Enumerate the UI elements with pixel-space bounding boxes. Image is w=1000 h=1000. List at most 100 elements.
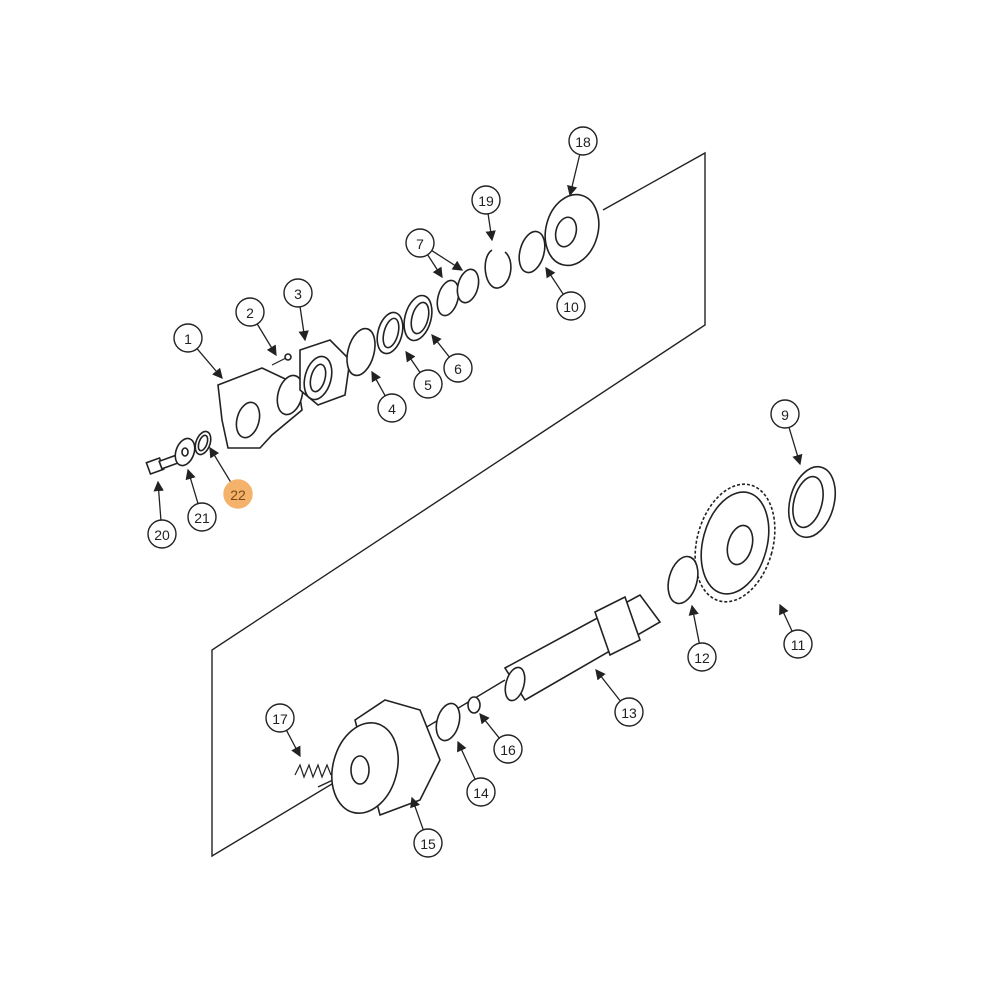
callout-number: 19: [478, 193, 494, 209]
callout-2[interactable]: 2: [235, 297, 277, 357]
callout-13[interactable]: 13: [595, 668, 644, 727]
part-ring-12: [667, 555, 699, 605]
part-yoke: [217, 367, 304, 449]
callout-number: 3: [294, 286, 302, 302]
callout-22[interactable]: 22: [209, 446, 253, 509]
callout-circle[interactable]: [413, 369, 443, 399]
callout-circle[interactable]: [173, 323, 203, 353]
callout-19[interactable]: 19: [471, 185, 501, 242]
callout-number: 10: [563, 299, 579, 315]
callout-circle[interactable]: [147, 519, 177, 549]
assembly-frame: [211, 151, 706, 858]
callout-circle[interactable]: [443, 353, 473, 383]
callout-20[interactable]: 20: [147, 480, 177, 549]
callout-number: 16: [500, 742, 516, 758]
callout-number: 15: [420, 836, 436, 852]
callout-circle[interactable]: [413, 828, 443, 858]
callout-number: 2: [246, 305, 254, 321]
leader-arrow: [595, 668, 621, 702]
callout-number: 14: [473, 785, 489, 801]
part-ring-4: [346, 327, 376, 377]
callout-5[interactable]: 5: [405, 350, 443, 399]
callout-circle[interactable]: [377, 393, 407, 423]
callout-circle[interactable]: [770, 399, 800, 429]
leader-arrow: [457, 740, 476, 780]
callout-3[interactable]: 3: [283, 278, 313, 342]
callout-4[interactable]: 4: [371, 370, 407, 423]
part-seal-housing: [299, 339, 351, 406]
callout-circle[interactable]: [493, 734, 523, 764]
callout-17[interactable]: 17: [265, 703, 301, 758]
callout-circle[interactable]: [466, 777, 496, 807]
callout-circle[interactable]: [614, 697, 644, 727]
leader-arrow: [185, 468, 199, 504]
leader-arrow: [410, 796, 424, 831]
leader-arrow: [285, 730, 301, 758]
callout-number: 11: [791, 637, 806, 653]
part-bolt: [145, 454, 180, 476]
leader-arrow: [209, 446, 232, 483]
leader-arrow: [485, 213, 496, 242]
part-ring-14: [435, 702, 461, 742]
callout-circle[interactable]: [471, 185, 501, 215]
callout-circle[interactable]: [187, 502, 217, 532]
callout-number: 5: [424, 377, 432, 393]
leader-arrow: [688, 604, 700, 644]
callout-number: 6: [454, 361, 462, 377]
callout-number: 21: [194, 510, 210, 526]
callout-6[interactable]: 6: [431, 333, 473, 383]
callout-number: 9: [781, 407, 789, 423]
callout-circle[interactable]: [265, 703, 295, 733]
leader-arrow: [431, 333, 450, 358]
callout-18[interactable]: 18: [567, 126, 598, 197]
callout-9[interactable]: 9: [770, 399, 803, 466]
callout-circle[interactable]: [235, 297, 265, 327]
part-shim-7a: [436, 279, 460, 317]
callout-number: 18: [575, 134, 591, 150]
part-screw: [271, 353, 292, 366]
callout-number: 1: [184, 331, 192, 347]
callout-1[interactable]: 1: [173, 323, 223, 379]
part-shaft: [503, 593, 662, 702]
callout-21[interactable]: 21: [185, 468, 217, 532]
part-shim-7b: [456, 268, 480, 304]
leader-arrow: [427, 254, 443, 279]
leader-arrow: [153, 480, 164, 521]
part-race-5: [376, 311, 404, 355]
callout-number: 17: [272, 711, 288, 727]
leader-arrow: [545, 266, 564, 295]
callout-number: 20: [154, 527, 170, 543]
part-carrier: [331, 699, 441, 817]
part-nut: [467, 696, 481, 714]
callout-10[interactable]: 10: [545, 266, 586, 321]
callout-11[interactable]: 11: [779, 603, 813, 659]
callout-circle[interactable]: [556, 291, 586, 321]
callout-15[interactable]: 15: [410, 796, 443, 858]
callout-14[interactable]: 14: [457, 740, 496, 807]
callout-number: 12: [694, 650, 710, 666]
callout-circle[interactable]: [405, 228, 435, 258]
part-bearing-9: [787, 465, 837, 539]
callout-circle[interactable]: [223, 479, 253, 509]
leader-arrow: [371, 370, 386, 397]
leader-arrow: [567, 154, 581, 197]
callout-number: 13: [621, 705, 637, 721]
part-plate: [544, 193, 600, 267]
callout-16[interactable]: 16: [479, 712, 523, 764]
callout-circle[interactable]: [783, 629, 813, 659]
callout-circle[interactable]: [568, 126, 598, 156]
callout-number: 7: [416, 236, 424, 252]
leader-arrow: [779, 603, 793, 632]
callout-12[interactable]: 12: [687, 604, 717, 672]
leader-arrow: [256, 323, 277, 357]
part-gear: [694, 483, 776, 603]
leader-arrow: [298, 306, 309, 342]
part-ring-10: [518, 230, 546, 274]
leader-arrow: [479, 712, 500, 739]
callout-circle[interactable]: [283, 278, 313, 308]
callout-circle[interactable]: [687, 642, 717, 672]
leader-arrow: [405, 350, 421, 373]
callout-7[interactable]: 7: [405, 228, 464, 279]
